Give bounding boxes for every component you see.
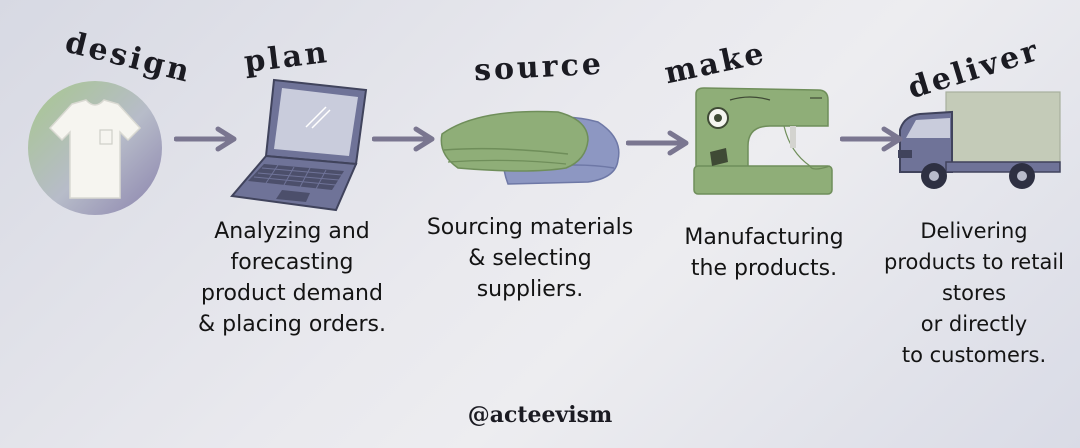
tshirt-icon — [28, 81, 162, 215]
truck-icon — [898, 91, 1061, 189]
fabric-icon — [440, 110, 620, 185]
arrow-right-icon — [626, 130, 689, 156]
stage-description-plan: Analyzing and forecasting product demand… — [198, 219, 386, 337]
social-handle: @acteevism — [467, 402, 613, 428]
stage-description-deliver: Delivering products to retail stores or … — [883, 219, 1064, 367]
arrow-right-icon — [840, 126, 903, 152]
stage-description-make: Manufacturing the products. — [684, 225, 844, 281]
stage-title-source: source — [473, 46, 605, 89]
laptop-icon — [230, 78, 368, 212]
arrow-right-icon — [372, 126, 435, 152]
sewing-machine-icon — [693, 87, 833, 195]
stage-title-make: make — [661, 35, 770, 92]
stage-description-source: Sourcing materials & selecting suppliers… — [426, 215, 634, 302]
arrow-right-icon — [174, 126, 237, 152]
